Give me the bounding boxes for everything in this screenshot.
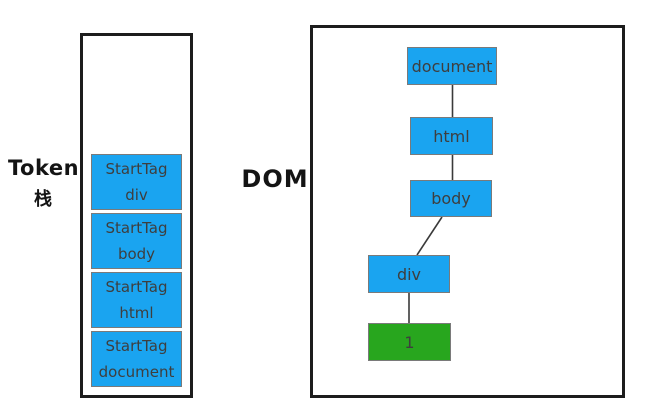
dom-label: DOM xyxy=(241,165,309,193)
stack-item-keyword: StartTag xyxy=(105,337,168,355)
token-stack-label-line2: 栈 xyxy=(34,189,52,210)
stack-item-keyword: StartTag xyxy=(105,160,168,178)
stack-item-body: StartTag body xyxy=(91,213,182,269)
stack-item-html: StartTag html xyxy=(91,272,182,328)
stack-item-tagname: body xyxy=(117,245,156,263)
token-stack-label: Token 栈 xyxy=(8,156,80,211)
dom-tree-connectors xyxy=(408,85,454,323)
dom-node-text-1: 1 xyxy=(368,323,451,361)
stack-item-tagname: div xyxy=(125,186,148,204)
stack-item-tagname: html xyxy=(119,304,154,322)
stack-item-tagname: document xyxy=(98,363,175,381)
token-stack-container: StartTag div StartTag body StartTag html… xyxy=(80,33,193,398)
dom-node-document: document xyxy=(407,47,497,85)
stack-item-div: StartTag div xyxy=(91,154,182,210)
edge-body-div xyxy=(416,216,443,256)
token-stack-label-line1: Token xyxy=(8,156,80,180)
stack-item-keyword: StartTag xyxy=(105,219,168,237)
dom-node-body: body xyxy=(410,180,492,217)
dom-node-div: div xyxy=(368,255,450,293)
stack-item-document: StartTag document xyxy=(91,331,182,387)
dom-node-html: html xyxy=(410,117,493,155)
stack-item-keyword: StartTag xyxy=(105,278,168,296)
dom-tree-container: document html body div 1 xyxy=(310,25,625,398)
